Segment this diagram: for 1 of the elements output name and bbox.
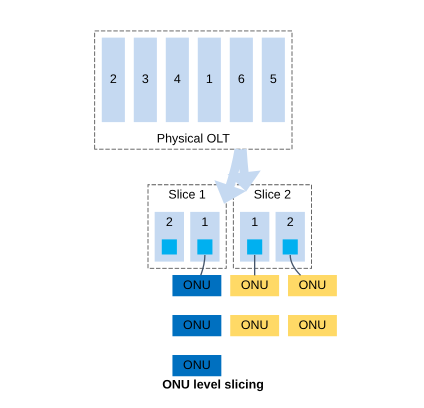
caption: ONU level slicing [162, 377, 264, 392]
